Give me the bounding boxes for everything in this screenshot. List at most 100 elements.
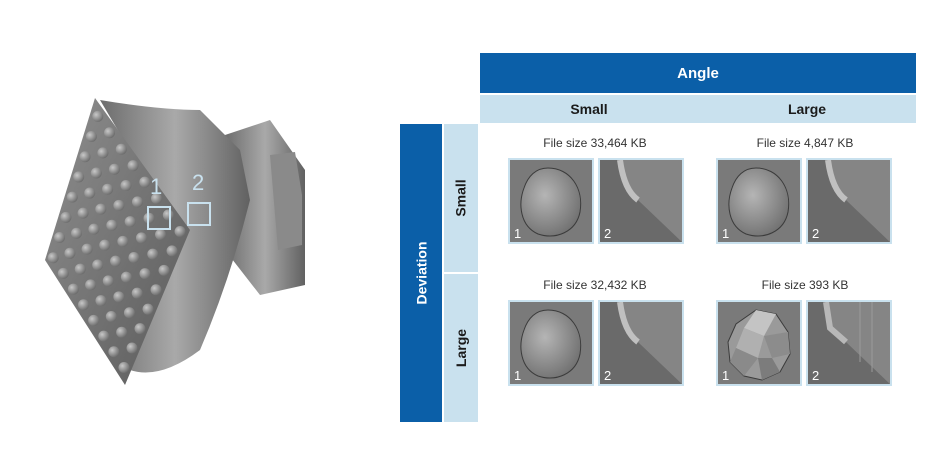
stud (73, 171, 85, 183)
stud (102, 275, 114, 287)
stud (131, 196, 143, 208)
tile-small-small-1: 1 (508, 158, 594, 244)
stud (88, 223, 100, 235)
stud (98, 330, 110, 342)
marker-box-2 (187, 202, 211, 226)
stud (81, 243, 93, 255)
stud (162, 209, 174, 221)
stud (166, 245, 178, 257)
stud (147, 248, 159, 260)
cell-small-small-file-size: File size 33,464 KB (543, 136, 647, 150)
stud (90, 167, 102, 179)
angle-large-header: Large (698, 95, 916, 123)
stud (131, 287, 143, 299)
stud (139, 176, 151, 188)
stud (77, 207, 89, 219)
stud (74, 263, 86, 275)
stud (134, 323, 146, 335)
stud (67, 283, 79, 295)
stud (106, 219, 118, 231)
stud (104, 127, 116, 139)
deviation-large-header: Large (444, 274, 478, 422)
stud (135, 232, 147, 244)
stud (105, 310, 117, 322)
stud (79, 151, 91, 163)
marker-label-1: 1 (150, 174, 163, 199)
tile-small-small-2: 2 (598, 158, 684, 244)
stud (102, 183, 114, 195)
stud (95, 203, 107, 215)
angle-header: Angle (480, 53, 916, 93)
stud (139, 268, 151, 280)
stud (151, 193, 163, 205)
deviation-large-label: Large (453, 328, 469, 368)
tile-large-large-2: 2 (806, 300, 892, 386)
stud (126, 342, 138, 354)
stud (116, 326, 128, 338)
stud (120, 271, 132, 283)
tile-large-small-2: 2 (598, 300, 684, 386)
deviation-header-label: Deviation (413, 241, 430, 305)
deviation-small-label: Small (453, 179, 470, 217)
stud (85, 131, 97, 143)
angle-large-label: Large (787, 101, 827, 117)
stud (95, 295, 107, 307)
tile-number: 1 (722, 368, 730, 383)
stud (85, 279, 97, 291)
part-model-illustration: 1 2 (40, 80, 370, 400)
angle-header-label: Angle (677, 64, 719, 82)
stud (117, 235, 129, 247)
stud (108, 346, 120, 358)
stud (88, 314, 100, 326)
stud (47, 252, 59, 264)
tile-small-large-1: 1 (716, 158, 802, 244)
stud (92, 259, 104, 271)
tile-number: 2 (812, 226, 820, 241)
tile-number: 1 (514, 226, 522, 241)
angle-small-label: Small (570, 101, 608, 117)
stud (57, 267, 69, 279)
stud (155, 229, 167, 241)
stud (124, 216, 136, 228)
stud (113, 199, 125, 211)
marker-label-2: 2 (192, 170, 205, 195)
stud (115, 143, 127, 155)
angle-small-header: Small (480, 95, 698, 123)
stud (60, 211, 72, 223)
stud (174, 225, 186, 237)
stud (108, 163, 120, 175)
stud (123, 307, 135, 319)
tile-small-large-2: 2 (806, 158, 892, 244)
cell-large-large-file-size: File size 393 KB (761, 278, 849, 292)
stud (71, 227, 83, 239)
tile-number: 2 (604, 226, 612, 241)
stud (64, 247, 76, 259)
stud (158, 264, 170, 276)
stud (150, 284, 162, 296)
stud (78, 299, 90, 311)
stud (142, 303, 154, 315)
stud (99, 239, 111, 251)
stud (113, 291, 125, 303)
deviation-small-header: Small (444, 124, 478, 272)
tile-number: 2 (604, 368, 612, 383)
tile-number: 2 (812, 368, 820, 383)
tile-number: 1 (514, 368, 522, 383)
tile-large-large-1: 1 (716, 300, 802, 386)
stud (128, 252, 140, 264)
stud (118, 361, 130, 373)
stud (84, 187, 96, 199)
stud (143, 212, 155, 224)
cell-small-large-file-size: File size 4,847 KB (756, 136, 854, 150)
tile-number: 1 (722, 226, 730, 241)
stud (97, 147, 109, 159)
marker-box-1 (147, 206, 171, 230)
deviation-header: Deviation (400, 124, 442, 422)
cell-large-small-file-size: File size 32,432 KB (543, 278, 647, 292)
tile-large-small-1: 1 (508, 300, 594, 386)
stud (110, 255, 122, 267)
stud (92, 110, 104, 122)
stud (66, 191, 78, 203)
stud (54, 232, 66, 244)
stud (120, 180, 132, 192)
